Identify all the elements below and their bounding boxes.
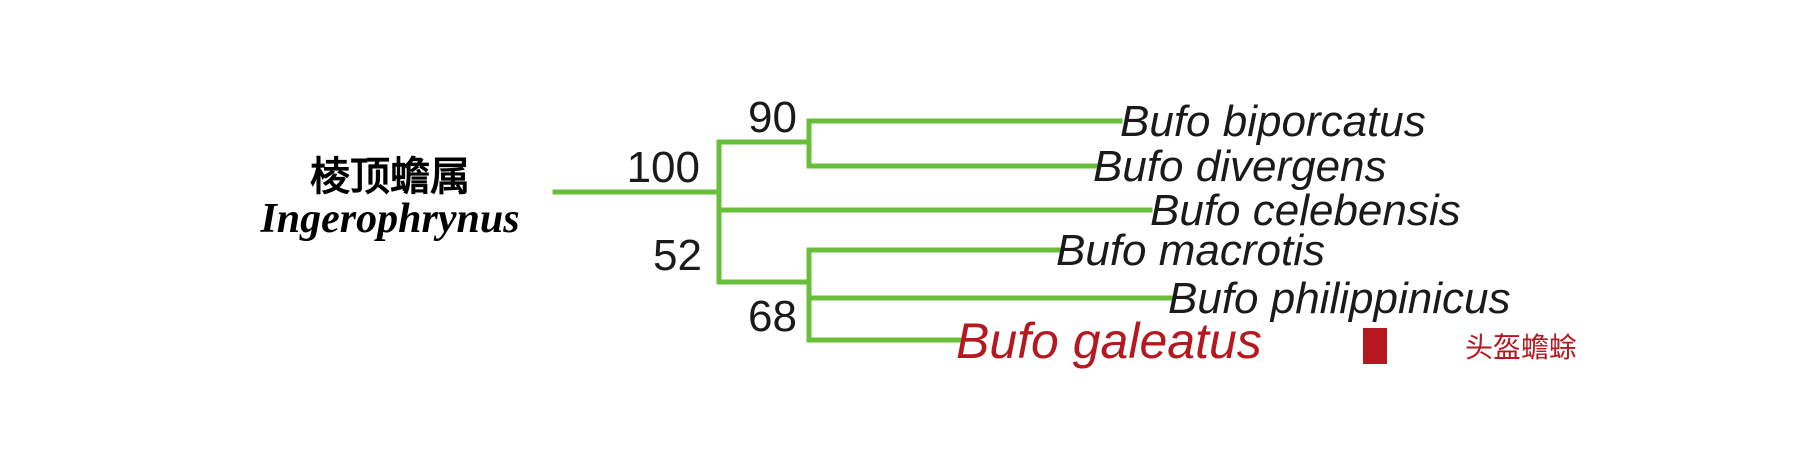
highlighted-species-common-name: 头盔蟾蜍 [1465, 331, 1577, 364]
support-value-52: 52 [653, 231, 702, 280]
taxon-label-divergens: Bufo divergens [1093, 142, 1387, 191]
support-value-68: 68 [748, 292, 797, 341]
genus-chinese-name: 棱顶蟾属 [310, 154, 470, 200]
taxon-label-macrotis: Bufo macrotis [1056, 226, 1325, 275]
taxon-label-biporcatus: Bufo biporcatus [1120, 97, 1426, 146]
support-value-100: 100 [627, 143, 700, 192]
highlight-marker [1363, 328, 1387, 364]
support-value-90: 90 [748, 93, 797, 142]
genus-latin-name: Ingerophrynus [259, 196, 519, 242]
taxon-label-galeatus: Bufo galeatus [956, 313, 1262, 369]
taxon-label-celebensis: Bufo celebensis [1150, 186, 1461, 235]
tree-branches [552, 118, 1173, 343]
taxon-label-philippinicus: Bufo philippinicus [1168, 274, 1510, 323]
